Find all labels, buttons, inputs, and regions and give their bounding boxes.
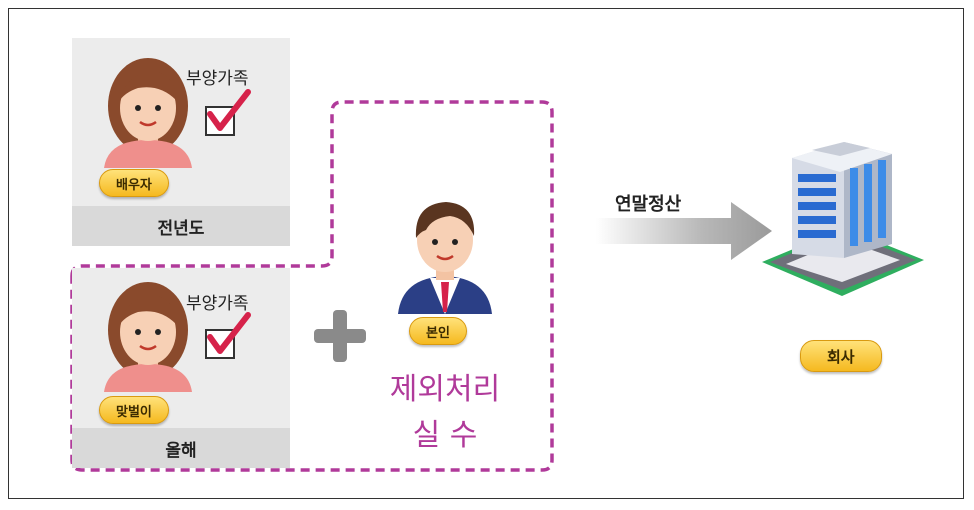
prev-dependent-label: 부양가족 <box>186 69 249 89</box>
plus-icon <box>314 310 366 362</box>
year-end-settlement-label: 연말정산 <box>615 194 682 215</box>
self-avatar <box>398 202 492 314</box>
this-year-footer: 올해 <box>72 428 290 468</box>
self-badge: 본인 <box>409 317 467 345</box>
arrow-icon <box>596 202 772 260</box>
dual-income-badge: 맞벌이 <box>99 396 169 424</box>
checkmark-icon <box>207 89 251 131</box>
this-year-card: 올해 <box>72 268 290 468</box>
spouse-avatar <box>104 282 192 392</box>
office-building-icon <box>762 142 924 296</box>
checkmark-icon <box>207 312 251 354</box>
spouse-avatar <box>104 58 192 168</box>
prev-year-footer: 전년도 <box>72 206 290 246</box>
company-badge: 회사 <box>800 340 882 372</box>
this-dependent-label: 부양가족 <box>186 294 249 314</box>
error-line-2: 실 수 <box>412 418 478 453</box>
error-line-1: 제외처리 <box>389 372 501 407</box>
spouse-badge: 배우자 <box>99 169 169 197</box>
prev-year-card: 전년도 <box>72 38 290 246</box>
